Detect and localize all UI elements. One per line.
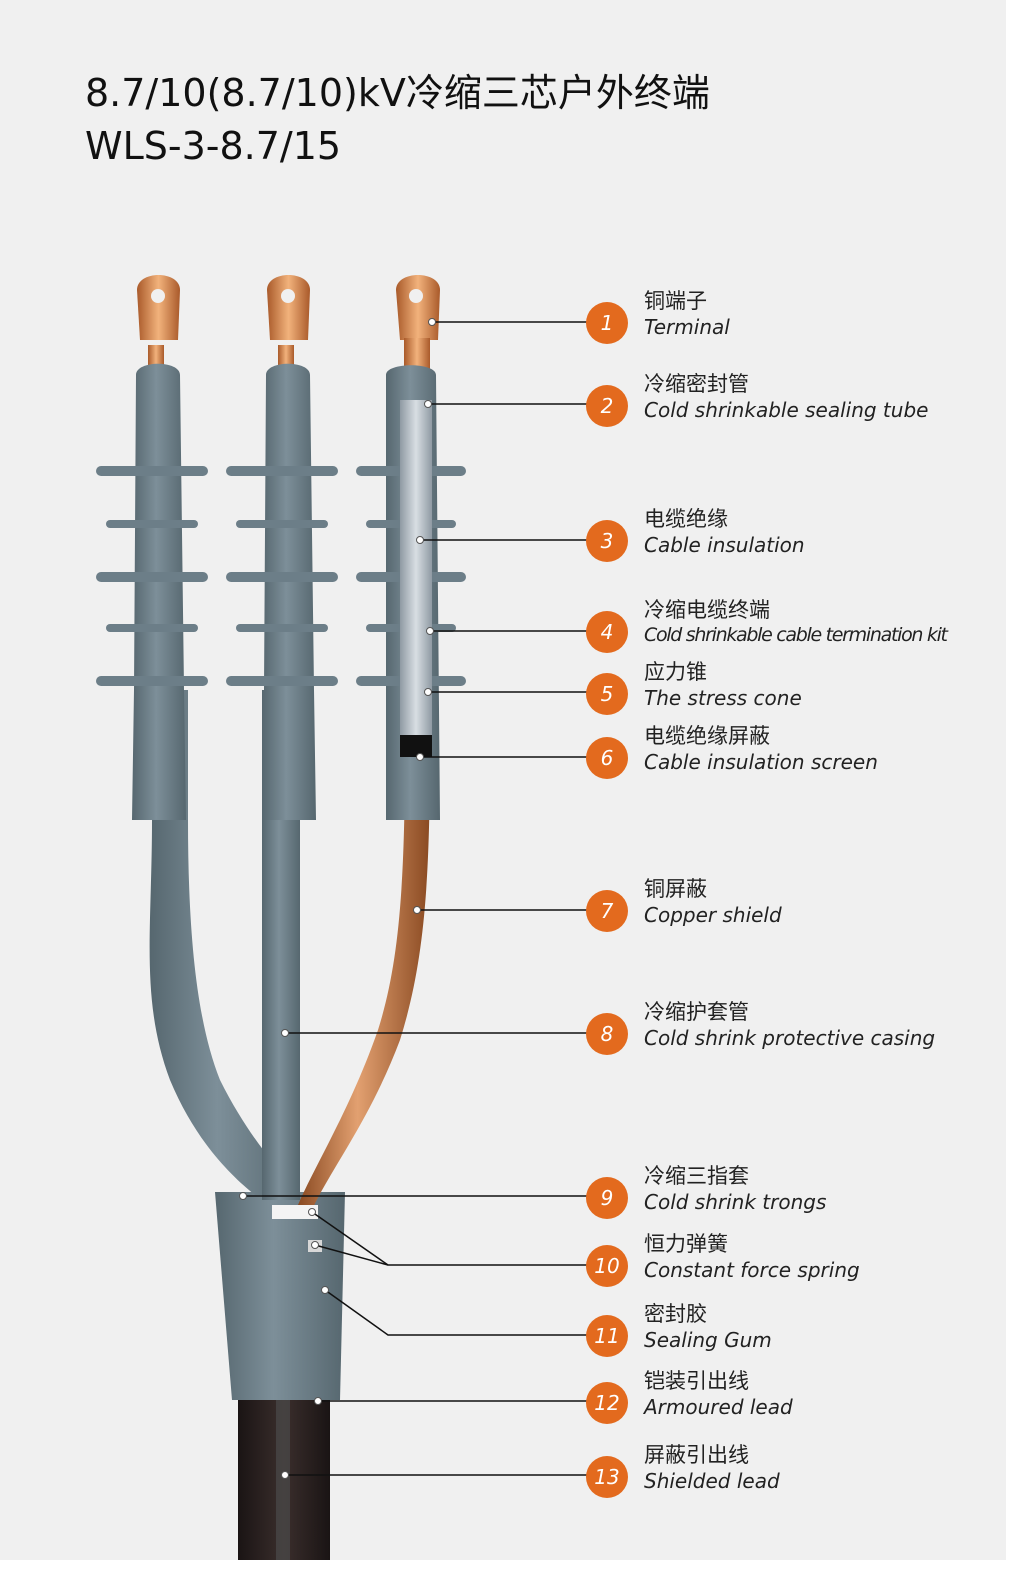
callout-number-badge: 4 [586,611,628,653]
callout-label-en: Copper shield [644,903,782,927]
callout-insulation-screen: 6 电缆绝缘屏蔽 Cable insulation screen [586,724,986,795]
callout-label-cn: 电缆绝缘 [644,507,728,531]
callout-label-cn: 冷缩三指套 [644,1164,749,1188]
callout-number-badge: 12 [586,1382,628,1424]
callout-armoured-lead: 12 铠装引出线 Armoured lead [586,1369,986,1440]
callout-label-cn: 铜端子 [644,289,707,313]
callout-number-badge: 6 [586,737,628,779]
callout-label-en: Cold shrinkable sealing tube [644,398,929,422]
leader-dots [239,318,436,1479]
right-termination-cutaway [356,275,466,820]
callout-label-cn: 恒力弹簧 [644,1232,728,1256]
callout-terminal: 1 铜端子 Terminal [586,289,986,360]
callout-label-en: Cold shrinkable cable termination kit [644,624,948,646]
callout-number-badge: 2 [586,385,628,427]
callout-label-en: Terminal [644,315,730,339]
model-number: WLS-3-8.7/15 [85,124,342,168]
callout-label-cn: 铠装引出线 [644,1369,749,1393]
callout-cable-insulation: 3 电缆绝缘 Cable insulation [586,507,986,578]
callout-label-cn: 密封胶 [644,1302,707,1326]
callout-number-badge: 8 [586,1013,628,1055]
callout-number-badge: 1 [586,302,628,344]
three-finger-boot [215,1192,345,1400]
callout-label-en: Armoured lead [644,1395,793,1419]
callout-sealing-tube: 2 冷缩密封管 Cold shrinkable sealing tube [586,372,986,443]
callout-label-en: Cold shrink trongs [644,1190,827,1214]
callout-label-en: Cable insulation screen [644,750,878,774]
callout-sealing-gum: 11 密封胶 Sealing Gum [586,1302,986,1373]
callout-number-badge: 5 [586,673,628,715]
page-title: 8.7/10(8.7/10)kV冷缩三芯户外终端 [85,71,710,115]
callout-label-cn: 冷缩密封管 [644,372,749,396]
callout-shrink-trongs: 9 冷缩三指套 Cold shrink trongs [586,1164,986,1235]
callout-label-cn: 应力锥 [644,660,707,684]
callout-number-badge: 7 [586,890,628,932]
callout-stress-cone: 5 应力锥 The stress cone [586,660,986,731]
left-phase-sleeve [149,690,300,1195]
callout-number-badge: 3 [586,520,628,562]
constant-force-spring [272,1205,318,1219]
callout-label-en: Cable insulation [644,533,805,557]
callout-label-en: Shielded lead [644,1469,780,1493]
callout-label-en: Constant force spring [644,1258,860,1282]
callout-number-badge: 10 [586,1245,628,1287]
callout-label-cn: 铜屏蔽 [644,877,707,901]
callout-number-badge: 13 [586,1456,628,1498]
leader-lines [243,321,590,1476]
callout-label-cn: 电缆绝缘屏蔽 [644,724,770,748]
callout-label-cn: 冷缩电缆终端 [644,598,770,622]
callout-label-en: Cold shrink protective casing [644,1026,936,1050]
callout-label-cn: 冷缩护套管 [644,1000,749,1024]
left-termination [96,275,208,820]
callout-protective-casing: 8 冷缩护套管 Cold shrink protective casing [586,1000,986,1071]
callout-constant-force-spring: 10 恒力弹簧 Constant force spring [586,1232,986,1303]
middle-termination [226,275,338,820]
callout-label-en: Sealing Gum [644,1328,772,1352]
callout-shielded-lead: 13 屏蔽引出线 Shielded lead [586,1443,986,1514]
callout-number-badge: 11 [586,1315,628,1357]
callout-termination-kit: 4 冷缩电缆终端 Cold shrinkable cable terminati… [586,598,986,669]
callout-copper-shield: 7 铜屏蔽 Copper shield [586,877,986,948]
callout-number-badge: 9 [586,1177,628,1219]
callout-label-cn: 屏蔽引出线 [644,1443,749,1467]
callout-label-en: The stress cone [644,686,802,710]
